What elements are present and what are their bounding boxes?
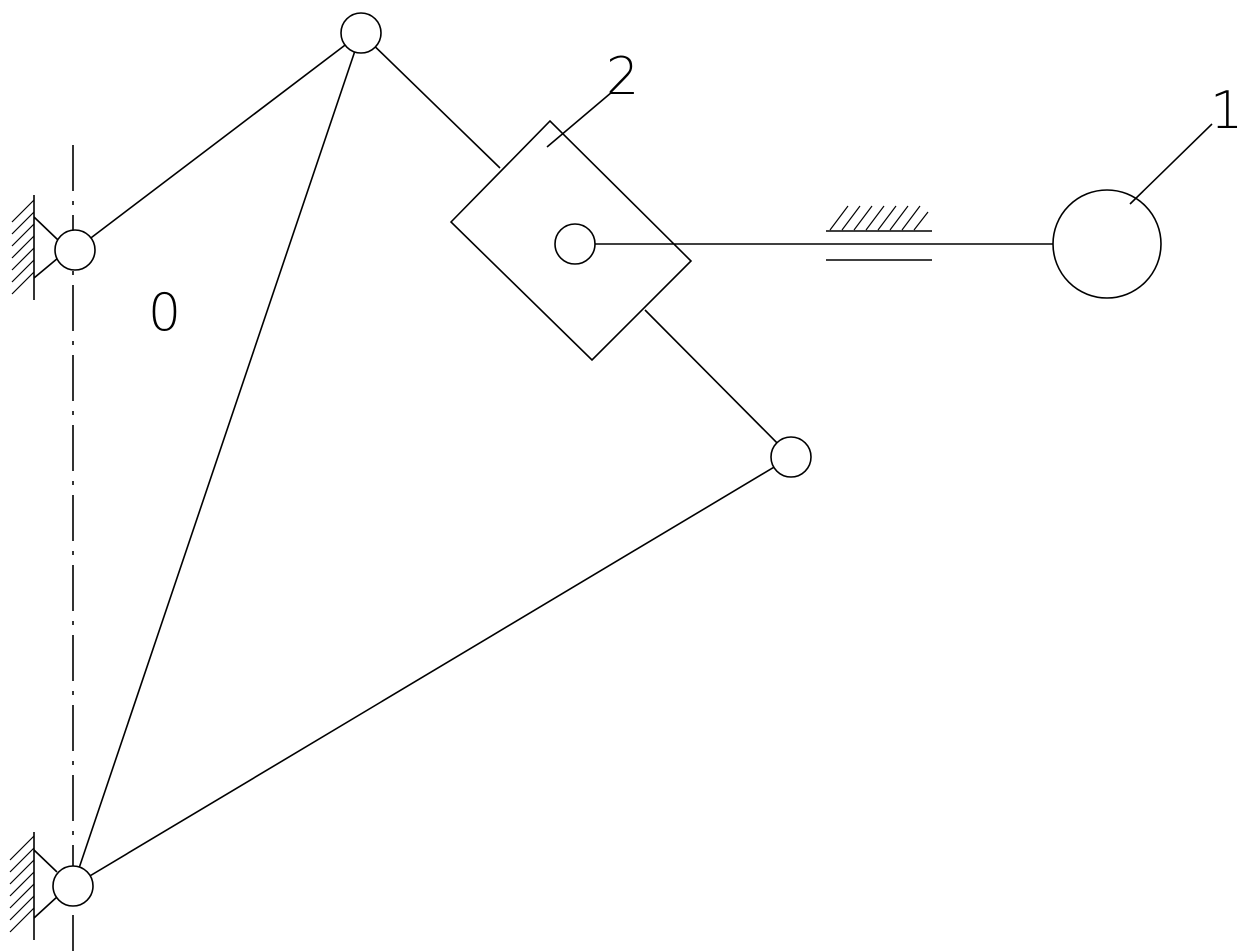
- link-slider-to-right-joint: [644, 309, 792, 458]
- leader-line-2: [546, 91, 613, 148]
- upper-pivot-joint: [54, 229, 96, 271]
- label-0: 0: [148, 283, 181, 343]
- link-top-joint-to-slider: [360, 32, 501, 169]
- lower-pivot-joint: [52, 865, 94, 907]
- fixed-support-lower: [9, 832, 59, 940]
- slider-block: [449, 119, 693, 362]
- label-2: 2: [606, 47, 639, 107]
- link-top-joint-to-lower-pivot: [72, 32, 362, 887]
- top-joint: [340, 12, 382, 54]
- part-1-circle: [1052, 189, 1162, 299]
- leader-line-1: [1129, 123, 1213, 205]
- hatch-marks-lower: [9, 835, 35, 933]
- right-joint: [770, 436, 812, 478]
- hatch-marks-upper: [11, 199, 35, 295]
- label-1: 1: [1210, 81, 1242, 141]
- linear-guide: [826, 205, 932, 261]
- link-right-joint-to-lower-pivot: [72, 456, 792, 887]
- link-upper-pivot-to-top-joint: [74, 32, 362, 251]
- hatch-marks-guide: [829, 205, 929, 231]
- slider-center-joint: [554, 223, 596, 265]
- fixed-support-upper: [11, 195, 59, 300]
